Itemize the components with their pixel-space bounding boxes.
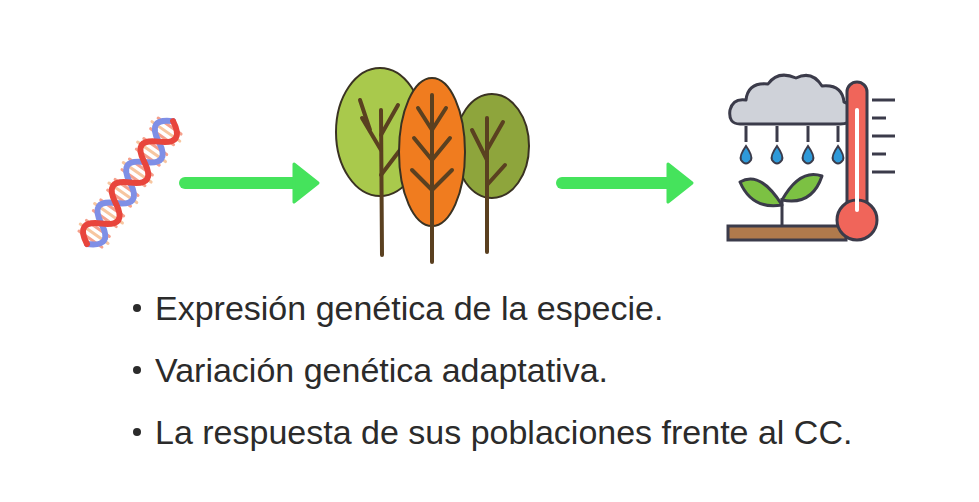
- rain-lines: [746, 126, 838, 142]
- dna-strand: [77, 114, 183, 251]
- flow-arrow: [562, 164, 692, 202]
- trunk: [430, 95, 434, 262]
- cloud: [730, 75, 853, 124]
- bullet-point: Variación genética adaptativa.: [155, 350, 608, 390]
- bullet-point: La respuesta de sus poblaciones frente a…: [155, 412, 852, 452]
- branches: [472, 122, 505, 185]
- arrow-head: [294, 164, 318, 202]
- branches: [360, 100, 400, 175]
- rain-line: [837, 126, 840, 142]
- thermometer: [837, 82, 895, 240]
- leaf: [740, 179, 782, 206]
- thermometer-tick: [872, 135, 895, 138]
- drop: [741, 146, 752, 164]
- flow-arrow: [185, 164, 318, 202]
- bullet-point: Expresión genética de la especie.: [155, 288, 663, 328]
- rain-line: [745, 126, 748, 142]
- plant: [740, 174, 822, 228]
- branches: [412, 108, 452, 190]
- tree-trunk: [412, 95, 452, 262]
- climate-icon: [728, 75, 895, 240]
- arrow-shaft: [185, 177, 298, 189]
- arrow-shaft: [562, 177, 672, 189]
- thermometer-tick: [872, 117, 886, 120]
- thermometer-mercury: [855, 110, 859, 210]
- tree-crown: [455, 94, 529, 198]
- soil: [728, 226, 846, 240]
- rain-line: [776, 126, 779, 142]
- rain-line: [807, 126, 810, 142]
- dna-icon: [73, 111, 187, 253]
- thermometer-tick: [872, 99, 895, 102]
- drop: [772, 146, 783, 164]
- dna-strand: [77, 114, 183, 251]
- drop: [803, 146, 814, 164]
- thermometer-tick: [872, 171, 895, 174]
- trees-icon: [336, 68, 529, 262]
- leaf: [782, 174, 822, 201]
- rain-drops: [741, 146, 844, 164]
- thermometer-tick: [872, 153, 886, 156]
- drop: [833, 146, 844, 164]
- arrow-head: [668, 164, 692, 202]
